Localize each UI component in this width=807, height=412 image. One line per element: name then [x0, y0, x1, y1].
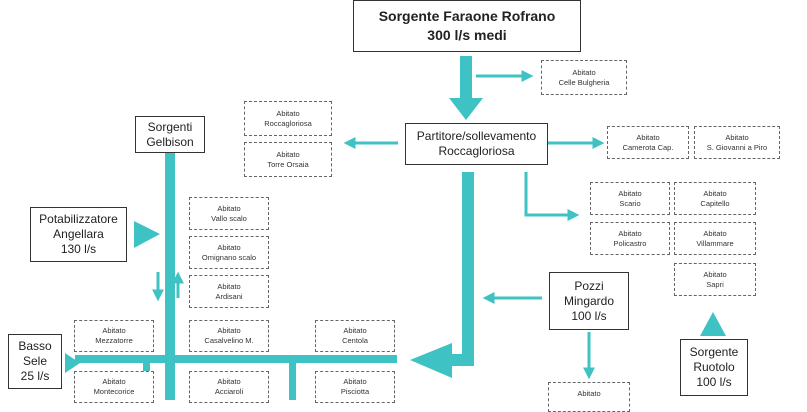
- arrow-potabilizzatore: [134, 221, 160, 248]
- abitato-centola-name: Centola: [342, 336, 368, 345]
- sorgente-ruotolo-line3: 100 l/s: [696, 375, 732, 389]
- gelbison-pipe: [165, 150, 175, 400]
- abitato-mezzatorre-box: Abitato Mezzatorre: [74, 320, 154, 352]
- abitato-policastro-box: Abitato Policastro: [590, 222, 670, 255]
- basso-sele-line1: Basso: [18, 339, 52, 353]
- potabilizzatore-line2: Angellara: [53, 227, 104, 241]
- abitato-bottom-box: Abitato: [548, 382, 630, 412]
- basso-sele-box: Basso Sele 25 l/s: [8, 334, 62, 389]
- potabilizzatore-box: Potabilizzatore Angellara 130 l/s: [30, 207, 127, 262]
- abitato-montecorice-box: Abitato Montecorice: [74, 371, 154, 403]
- sorgente-ruotolo-box: Sorgente Ruotolo 100 l/s: [680, 339, 748, 396]
- abitato-san-giovanni-box: Abitato S. Giovanni a Piro: [694, 126, 780, 159]
- abitato-pisciotta-box: Abitato Pisciotta: [315, 371, 395, 403]
- abitato-sapri-name: Sapri: [706, 279, 724, 289]
- abitato-casalvelino-type: Abitato: [217, 326, 241, 335]
- abitato-bottom-type: Abitato: [577, 389, 601, 398]
- abitato-roccagloriosa-box: Abitato Roccagloriosa: [244, 101, 332, 136]
- abitato-scario-box: Abitato Scario: [590, 182, 670, 215]
- abitato-ardisani-box: Abitato Ardisani: [189, 275, 269, 308]
- abitato-capitello-box: Abitato Capitello: [674, 182, 756, 215]
- abitato-celle-box: Abitato Celle Bulgheria: [541, 60, 627, 95]
- abitato-vallo-name: Vallo scalo: [211, 213, 247, 223]
- sorgente-ruotolo-line1: Sorgente: [689, 345, 739, 359]
- abitato-capitello-name: Capitello: [700, 198, 730, 208]
- gelbison-line1: Sorgenti: [147, 119, 193, 134]
- abitato-omignano-name: Omignano scalo: [201, 252, 257, 262]
- abitato-scario-type: Abitato: [618, 188, 642, 198]
- source-rofrano-name: Sorgente Faraone Rofrano: [378, 8, 556, 24]
- branch-down-2: [289, 355, 296, 400]
- abitato-acciaroli-name: Acciaroli: [214, 387, 244, 396]
- abitato-sapri-box: Abitato Sapri: [674, 263, 756, 296]
- abitato-camerota-type: Abitato: [636, 132, 660, 142]
- abitato-camerota-name: Camerota Cap.: [622, 142, 674, 152]
- pozzi-line2: Mingardo: [563, 293, 615, 308]
- pozzi-line3: 100 l/s: [571, 308, 607, 323]
- abitato-torre-orsaia-type: Abitato: [276, 149, 300, 159]
- abitato-celle-type: Abitato: [572, 67, 596, 77]
- trunk-partitore-down: [462, 172, 474, 366]
- abitato-omignano-type: Abitato: [217, 242, 241, 252]
- abitato-villammare-type: Abitato: [703, 228, 727, 238]
- abitato-torre-orsaia-name: Torre Orsaia: [267, 159, 309, 169]
- abitato-villammare-box: Abitato Villammare: [674, 222, 756, 255]
- abitato-centola-type: Abitato: [343, 326, 367, 335]
- big-left-arrow: [410, 343, 452, 378]
- abitato-capitello-type: Abitato: [703, 188, 727, 198]
- abitato-mezzatorre-name: Mezzatorre: [95, 336, 133, 345]
- bottom-main-pipe: [450, 354, 474, 366]
- source-rofrano-flow: 300 l/s medi: [427, 27, 507, 43]
- abitato-roccagloriosa-type: Abitato: [276, 108, 300, 118]
- abitato-vallo-type: Abitato: [217, 203, 241, 213]
- gelbison-box: Sorgenti Gelbison: [135, 116, 205, 153]
- gelbison-line2: Gelbison: [146, 134, 194, 149]
- abitato-acciaroli-box: Abitato Acciaroli: [189, 371, 269, 403]
- partitore-line1: Partitore/sollevamento: [416, 129, 537, 143]
- abitato-villammare-name: Villammare: [696, 238, 734, 248]
- sorgente-ruotolo-line2: Ruotolo: [693, 360, 735, 374]
- abitato-casalvelino-name: Casalvelino M.: [204, 336, 254, 345]
- abitato-camerota-box: Abitato Camerota Cap.: [607, 126, 689, 159]
- abitato-roccagloriosa-name: Roccagloriosa: [264, 118, 312, 128]
- flow-network: [65, 56, 726, 400]
- abitato-san-giovanni-type: Abitato: [725, 132, 749, 142]
- abitato-celle-name: Celle Bulgheria: [558, 77, 610, 87]
- abitato-san-giovanni-name: S. Giovanni a Piro: [706, 142, 768, 152]
- bottom-horizontal-pipe: [75, 355, 397, 363]
- potabilizzatore-line3: 130 l/s: [60, 242, 97, 256]
- abitato-ardisani-type: Abitato: [217, 281, 241, 291]
- trunk-rofrano: [460, 56, 472, 102]
- abitato-mezzatorre-type: Abitato: [102, 326, 126, 335]
- abitato-torre-orsaia-box: Abitato Torre Orsaia: [244, 142, 332, 177]
- abitato-policastro-type: Abitato: [618, 228, 642, 238]
- abitato-pisciotta-name: Pisciotta: [340, 387, 370, 396]
- abitato-pisciotta-type: Abitato: [343, 377, 367, 386]
- pozzi-box: Pozzi Mingardo 100 l/s: [549, 272, 629, 330]
- arrow-basso-sele: [65, 353, 80, 373]
- partitore-line2: Roccagloriosa: [438, 144, 515, 158]
- abitato-scario-name: Scario: [619, 198, 641, 208]
- abitato-policastro-name: Policastro: [613, 238, 647, 248]
- abitato-sapri-type: Abitato: [703, 269, 727, 279]
- source-rofrano-box: Sorgente Faraone Rofrano 300 l/s medi: [353, 0, 581, 52]
- potabilizzatore-line1: Potabilizzatore: [39, 212, 118, 226]
- abitato-montecorice-name: Montecorice: [93, 387, 135, 396]
- pozzi-line1: Pozzi: [574, 278, 604, 293]
- basso-sele-line3: 25 l/s: [20, 369, 50, 383]
- abitato-casalvelino-box: Abitato Casalvelino M.: [189, 320, 269, 352]
- arrow-scario: [524, 172, 580, 221]
- abitato-ardisani-name: Ardisani: [215, 291, 243, 301]
- abitato-centola-box: Abitato Centola: [315, 320, 395, 352]
- abitato-montecorice-type: Abitato: [102, 377, 126, 386]
- abitato-vallo-box: Abitato Vallo scalo: [189, 197, 269, 230]
- arrow-into-partitore: [449, 98, 483, 120]
- basso-sele-line2: Sele: [22, 354, 48, 368]
- arrow-ruotolo: [700, 312, 726, 336]
- abitato-omignano-box: Abitato Omignano scalo: [189, 236, 269, 269]
- partitore-box: Partitore/sollevamento Roccagloriosa: [405, 123, 548, 165]
- abitato-acciaroli-type: Abitato: [217, 377, 241, 386]
